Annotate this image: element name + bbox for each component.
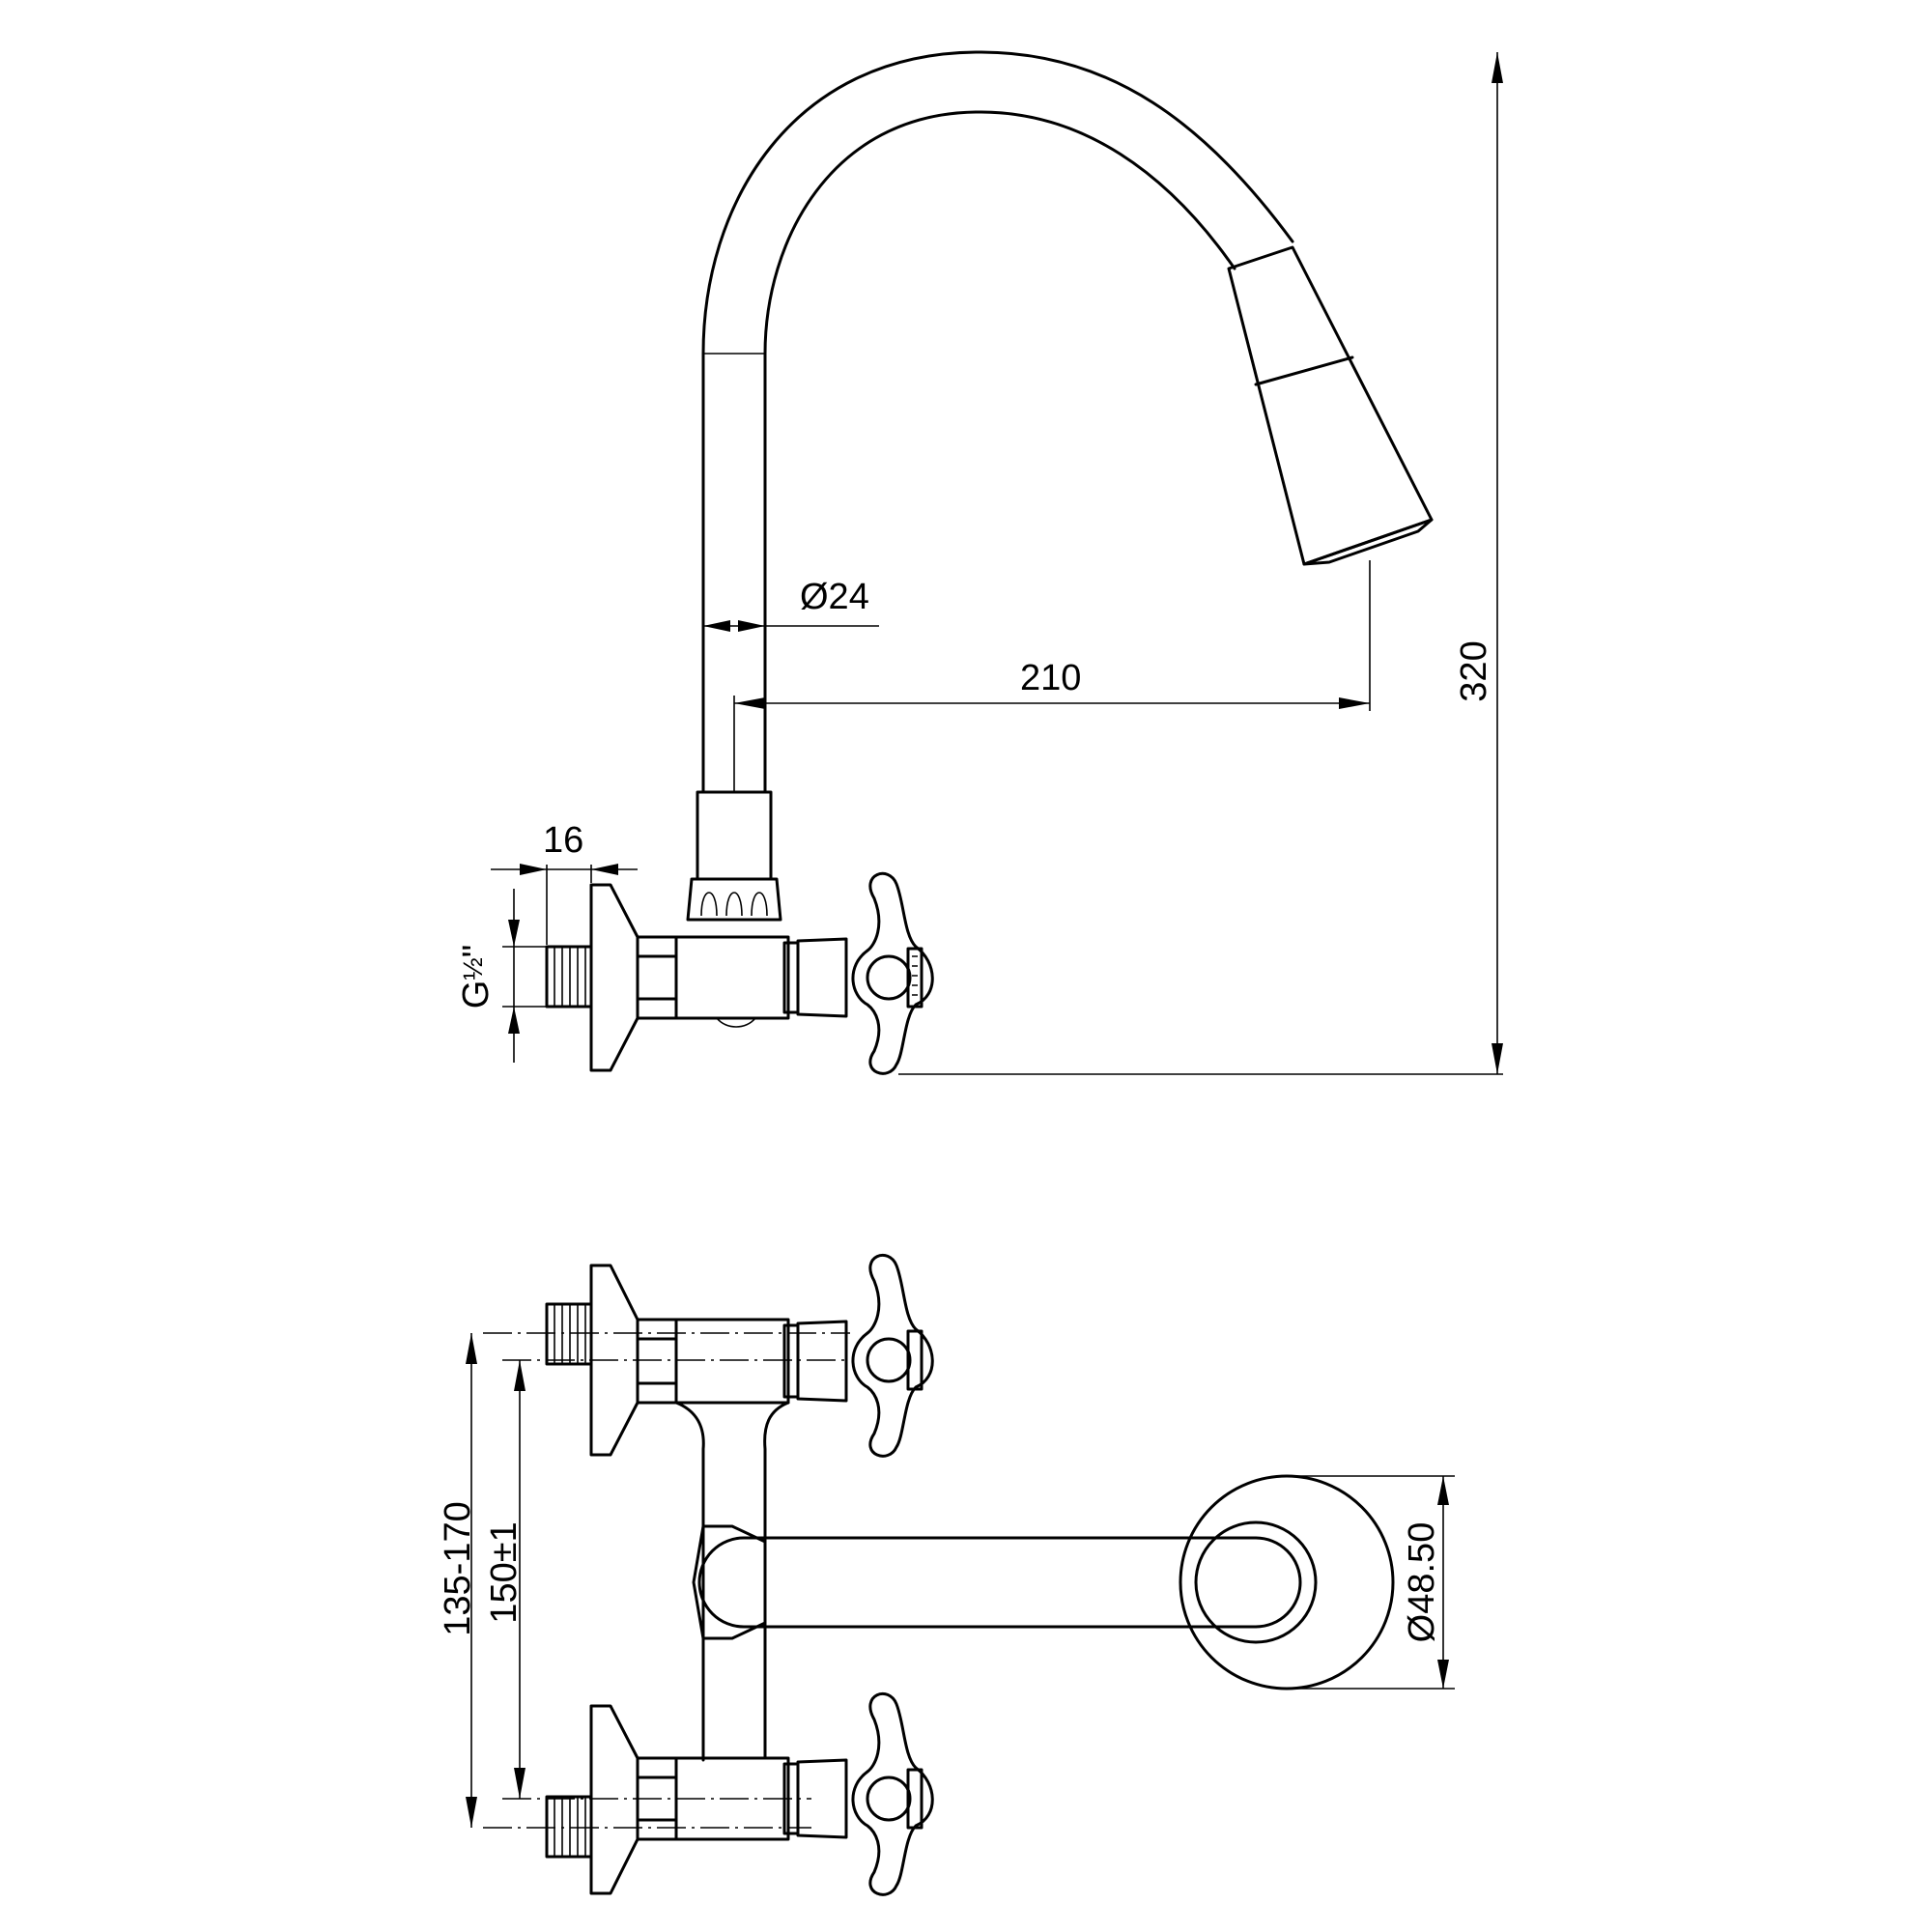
upper-valve-top — [545, 1264, 848, 1457]
cross-handle-side[interactable] — [851, 871, 934, 1075]
spout-inner-arc — [763, 110, 1236, 355]
svg-text:G½": G½" — [456, 945, 497, 1009]
knurl-detail — [700, 892, 768, 917]
lower-valve-top — [545, 1704, 848, 1895]
valve-bonnet — [796, 937, 848, 1018]
wall-flange — [589, 883, 639, 1072]
dim-centre-nominal: 150±1 — [484, 1521, 525, 1623]
cross-handle-upper[interactable] — [851, 1254, 934, 1458]
dim-spout-diameter: Ø24 — [800, 577, 869, 617]
cross-handle-lower[interactable] — [851, 1692, 934, 1896]
wall-rosette-inner — [1194, 1520, 1318, 1644]
spout-collar — [692, 1524, 767, 1640]
spray-nozzle — [1302, 518, 1434, 566]
dim-flange-depth: 16 — [543, 820, 583, 861]
top-dimensions: 135-170 150±1 Ø48.50 — [438, 1333, 1455, 1828]
thread-lines — [554, 947, 586, 1007]
wall-rosette-outer — [1179, 1474, 1395, 1690]
spout-outer-arc — [701, 50, 1294, 355]
spout-arm — [697, 1536, 1302, 1629]
dim-thread-size: G½" — [456, 945, 497, 1009]
dim-total-height: 320 — [1454, 640, 1494, 701]
spray-head — [1227, 245, 1434, 566]
dim-rosette-diameter: Ø48.50 — [1402, 1522, 1442, 1643]
side-dimensions: Ø24 210 320 16 G½" — [456, 52, 1503, 1075]
valve-body-cap — [782, 941, 800, 1014]
side-view — [545, 50, 1434, 1075]
mixer-body — [674, 1401, 790, 1762]
hex-connector — [636, 935, 678, 1020]
spray-head-ring — [1254, 355, 1354, 386]
thread-stub — [545, 945, 593, 1009]
dim-centre-range: 135-170 — [438, 1501, 478, 1635]
top-view — [483, 1254, 1395, 1896]
valve-body — [674, 935, 790, 1020]
dim-spout-reach: 210 — [1020, 658, 1081, 698]
swivel-nut — [696, 790, 773, 881]
valve-drain-arc — [716, 1017, 756, 1028]
knurled-coupling — [686, 877, 782, 922]
